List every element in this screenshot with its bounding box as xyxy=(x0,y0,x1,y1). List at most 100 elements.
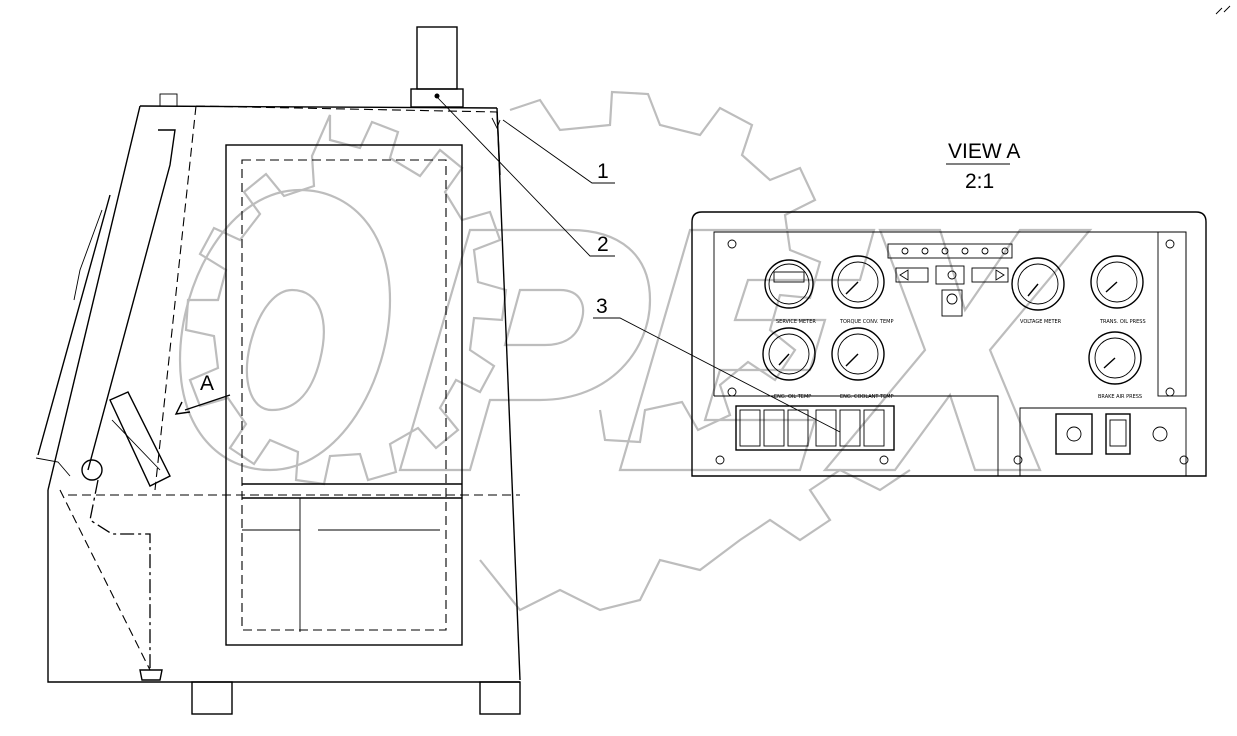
antenna-clip xyxy=(491,117,501,130)
turn-signal-blocks xyxy=(895,265,1009,317)
indicator-lamp xyxy=(981,247,989,255)
beacon-lamp xyxy=(410,26,464,108)
ignition-key-icon xyxy=(946,293,958,305)
rocker-switch xyxy=(815,409,837,447)
left-arrow-icon xyxy=(899,269,909,281)
door-frame xyxy=(225,144,463,646)
cab-foot-right xyxy=(479,681,521,715)
gauge-label: TRANS. OIL PRESS xyxy=(1099,319,1146,325)
gauge-trans-oil-press: TRANS. OIL PRESS xyxy=(1090,255,1146,325)
dash-console-face xyxy=(111,419,161,471)
switch-bank-frame xyxy=(735,405,895,451)
gauge-needle xyxy=(845,353,859,367)
door-glass-hidden xyxy=(241,159,447,631)
front-diagonal-hidden xyxy=(59,489,151,671)
screw xyxy=(1179,455,1189,465)
gauge-label: ENG. COOLANT TEMP xyxy=(840,394,894,400)
gauge-rim xyxy=(837,333,879,375)
panel-right-strip xyxy=(1157,231,1187,397)
gauge-service-meter: SERVICE METER xyxy=(764,259,816,325)
gauge-rim xyxy=(768,263,810,305)
watermark-gear-lower xyxy=(479,468,911,612)
corner-glyph xyxy=(1215,5,1231,15)
gauge-torque-conv-temp: TORQUE CONV. TEMP xyxy=(831,255,893,325)
windshield-frame-inner xyxy=(87,129,176,471)
wiper-linkage xyxy=(35,457,71,477)
rocker-switch xyxy=(739,409,761,447)
gauge-eng-oil-temp: ENG. OIL TEMP xyxy=(762,327,816,400)
gauge-bezel xyxy=(764,259,814,309)
view-a-header: VIEW A 2:1 xyxy=(946,140,1020,193)
callouts: 1 2 3 xyxy=(436,96,841,433)
callout-1-leader xyxy=(502,119,615,184)
gauge-rim xyxy=(1017,263,1059,305)
gauge-label: BRAKE AIR PRESS xyxy=(1098,394,1142,400)
section-a-label: A xyxy=(200,372,214,395)
cab-foot-left xyxy=(191,681,233,715)
screw xyxy=(715,455,725,465)
beacon-mount-point xyxy=(434,93,440,99)
hazard-switch-rocker xyxy=(1109,419,1127,447)
gauge-voltage-meter: VOLTAGE METER xyxy=(1011,257,1065,325)
panel-lower-frame xyxy=(714,395,1187,476)
gauge-label: SERVICE METER xyxy=(776,319,816,325)
gauge-brake-air-press: BRAKE AIR PRESS xyxy=(1088,331,1142,400)
power-socket xyxy=(1152,426,1168,442)
watermark-letter-o xyxy=(178,188,392,472)
rocker-switch xyxy=(839,409,861,447)
rocker-switch-bank xyxy=(735,405,895,451)
key-switch-block xyxy=(935,265,965,285)
dash-console xyxy=(109,391,171,487)
gauge-bezel xyxy=(1011,257,1065,311)
screw xyxy=(879,455,889,465)
gauge-label: ENG. OIL TEMP xyxy=(774,394,811,400)
harness-anchor xyxy=(139,669,163,681)
rocker-switch xyxy=(863,409,885,447)
view-a-scale: 2:1 xyxy=(965,170,994,193)
wiper-blade xyxy=(73,209,103,301)
right-arrow-icon xyxy=(995,269,1005,281)
panel-outline xyxy=(691,211,1207,477)
ignition-switch xyxy=(941,289,963,317)
windshield-frame-outer xyxy=(47,105,141,491)
cab-rear-post-inner xyxy=(496,111,501,176)
corner-mark xyxy=(1215,5,1231,15)
door-mid-rail xyxy=(242,483,462,499)
beacon-dome xyxy=(416,26,458,90)
right-turn-indicator xyxy=(971,267,1009,283)
roof-lug xyxy=(159,93,178,107)
gauge-eng-coolant-temp: ENG. COOLANT TEMP xyxy=(831,327,894,400)
watermark-letter-p xyxy=(398,228,652,472)
indicator-lamp xyxy=(961,247,969,255)
gauge-needle xyxy=(1105,281,1118,293)
dashboard-panel: SERVICE METER TORQUE CONV. TEMP ENG. OIL… xyxy=(691,211,1207,477)
gauge-bezel xyxy=(831,255,885,309)
screw xyxy=(1013,455,1023,465)
gauge-needle xyxy=(1103,357,1116,369)
gauge-bezel xyxy=(762,327,816,381)
indicator-lamp xyxy=(901,247,909,255)
watermark-gear-outline xyxy=(184,114,508,486)
cab-rear-post xyxy=(496,107,521,681)
hazard-switch xyxy=(1105,413,1131,455)
gauge-needle xyxy=(1027,283,1039,297)
callout-2-leader xyxy=(436,96,615,257)
gauge-rim xyxy=(837,261,879,303)
gauge-label: TORQUE CONV. TEMP xyxy=(839,319,893,325)
cab-base xyxy=(47,490,520,683)
gauge-rim xyxy=(1094,337,1136,379)
lower-right-controls xyxy=(1055,413,1168,455)
indicator-strip-frame xyxy=(887,243,1013,259)
indicator-lamp xyxy=(1001,247,1009,255)
section-a-leader xyxy=(184,394,231,411)
cab-roof-hidden xyxy=(195,105,498,113)
hour-counter-window xyxy=(773,271,805,283)
wiper-arm xyxy=(37,194,111,456)
gauge-bezel xyxy=(1090,255,1144,309)
gauge-needle xyxy=(778,353,790,366)
callout-1: 1 xyxy=(597,160,609,183)
front-post-hidden xyxy=(154,105,197,491)
watermark-gear-right xyxy=(509,90,822,444)
gauge-bezel xyxy=(831,327,885,381)
